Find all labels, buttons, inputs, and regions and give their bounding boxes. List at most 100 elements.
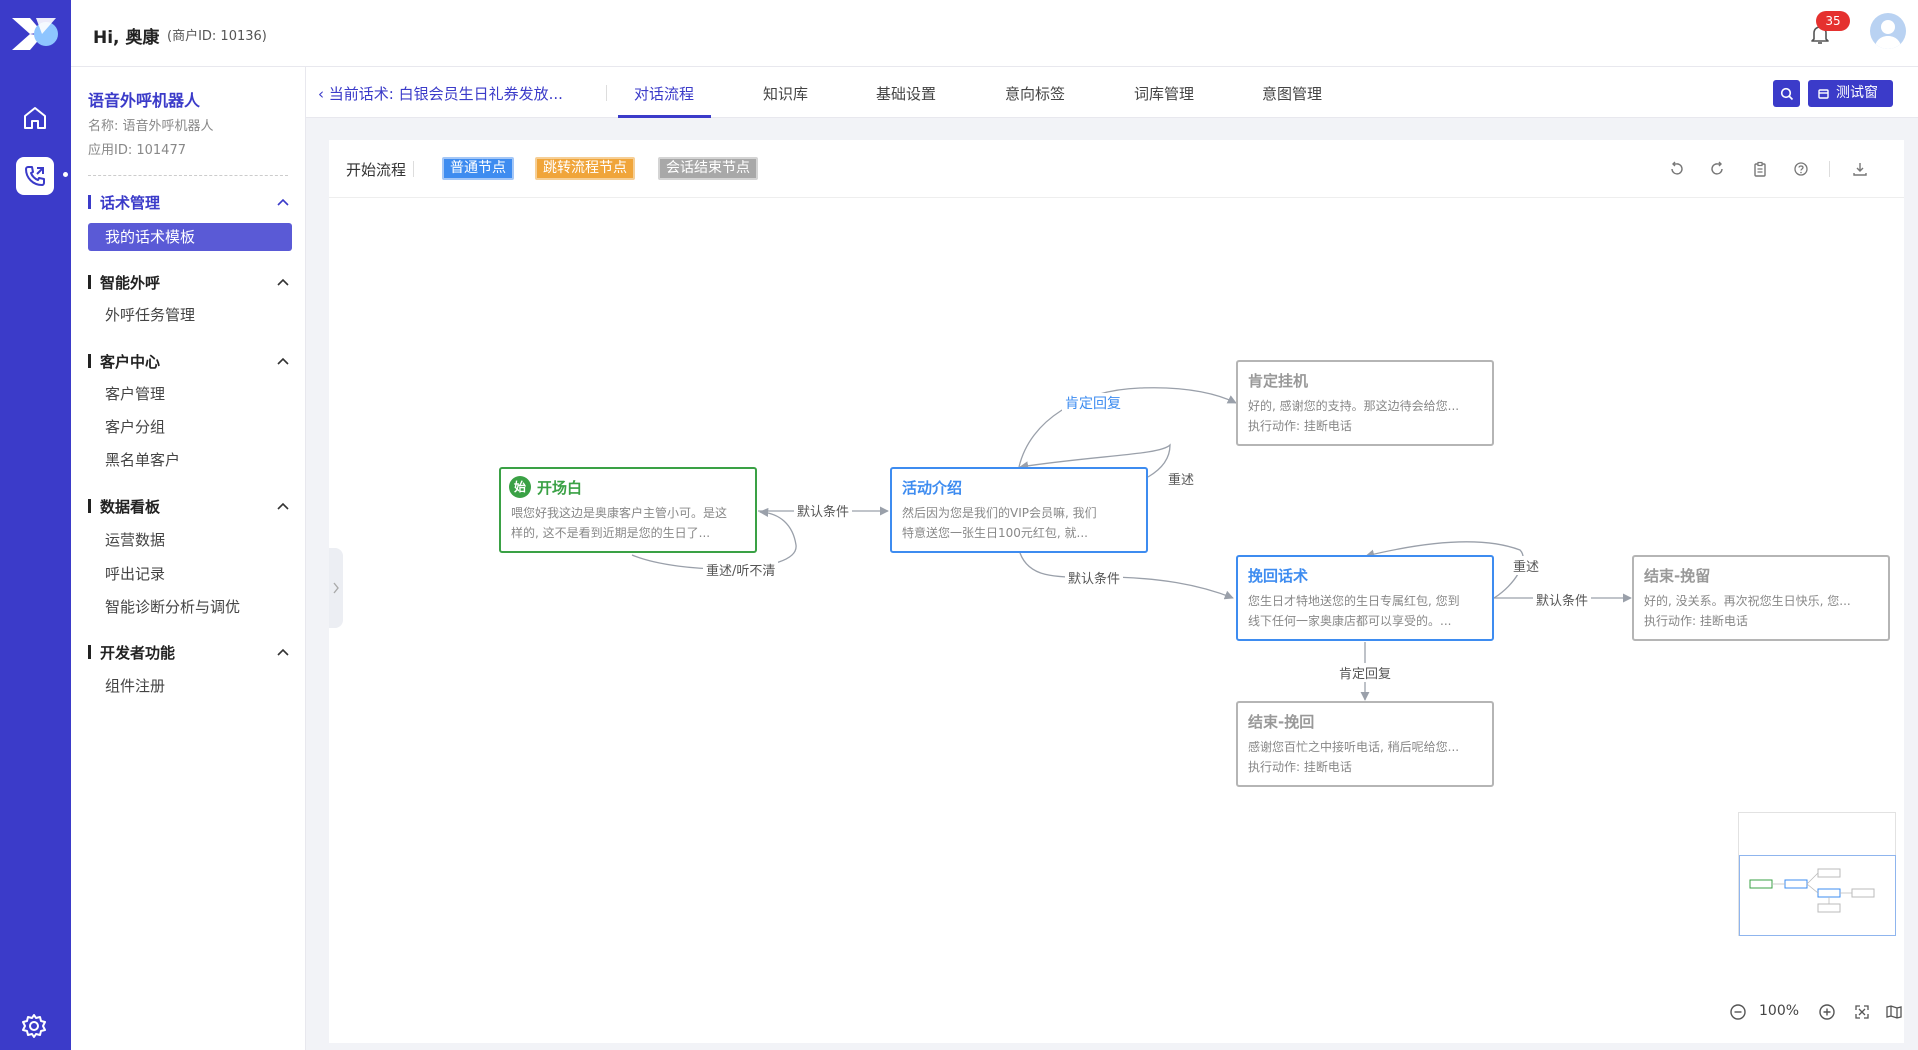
edge-label[interactable]: 默认条件 [794,501,853,520]
node-title: 肯定挂机 [1248,372,1309,390]
tab-lexicon[interactable]: 词库管理 [1134,85,1195,103]
node-text: 线下任何一家奥康店都可以享受的。... [1248,614,1452,628]
group-label: 开发者功能 [100,644,176,662]
active-dot [63,172,68,177]
fit-view-icon[interactable] [1853,1003,1871,1021]
sidebar-group-outbound[interactable]: 智能外呼 [88,271,292,293]
sidebar-group-dashboard[interactable]: 数据看板 [88,495,292,517]
chevron-right-icon [333,582,339,594]
start-flow-label: 开始流程 [346,161,407,179]
app-name: 名称: 语音外呼机器人 [88,119,214,134]
chevron-up-icon [277,502,289,510]
tab-intent-tags[interactable]: 意向标签 [1005,85,1066,103]
node-text: 喂您好我这边是奥康客户主管小可。是这 [511,506,728,520]
gear-icon[interactable] [21,1013,47,1039]
sidebar: 语音外呼机器人 名称: 语音外呼机器人 应用ID: 101477 话术管理 我的… [71,67,306,1050]
minimap[interactable] [1738,812,1896,936]
edge-label[interactable]: 肯定回复 [1336,663,1395,682]
node-end-retain[interactable]: 结束-挽留 好的, 没关系。再次祝您生日快乐, 您... 执行动作: 挂断电话 [1632,555,1890,641]
divider [88,175,288,176]
sidebar-item-ops-data[interactable]: 运营数据 [105,531,166,549]
sidebar-group-developer[interactable]: 开发者功能 [88,641,292,663]
node-activity[interactable]: 活动介绍 然后因为您是我们的VIP会员嘛, 我们 特意送您一张生日100元红包,… [890,467,1148,553]
sidebar-item-diagnosis[interactable]: 智能诊断分析与调优 [105,598,241,616]
sidebar-item-blacklist[interactable]: 黑名单客户 [105,451,181,469]
home-icon[interactable] [20,103,50,133]
search-icon [1780,87,1793,100]
redo-icon[interactable] [1710,161,1726,177]
edge-label[interactable]: 默认条件 [1533,590,1592,609]
map-toggle-icon[interactable] [1885,1003,1903,1021]
node-title: 开场白 [537,479,583,497]
search-button[interactable] [1773,80,1800,107]
chevron-up-icon [277,198,289,206]
node-text: 执行动作: 挂断电话 [1644,614,1748,628]
lock-icon [1818,89,1829,99]
edge-label[interactable]: 重述 [1165,469,1198,488]
collapse-handle[interactable] [329,548,343,628]
phone-icon [25,166,45,186]
sidebar-item-component-register[interactable]: 组件注册 [105,677,166,695]
node-text: 感谢您百忙之中接听电话, 稍后呢给您... [1248,740,1460,754]
node-opening[interactable]: 始 开场白 喂您好我这边是奥康客户主管小可。是这 样的, 这不是看到近期是您的生… [499,467,757,553]
active-tab-underline [618,115,711,118]
group-label: 客户中心 [100,353,161,371]
node-text: 样的, 这不是看到近期是您的生日了... [511,526,711,540]
avatar[interactable] [1870,13,1906,49]
node-retain[interactable]: 挽回话术 您生日才特地送您的生日专属红包, 您到 线下任何一家奥康店都可以享受的… [1236,555,1494,641]
node-text: 然后因为您是我们的VIP会员嘛, 我们 [902,506,1097,520]
node-end-recover[interactable]: 结束-挽回 感谢您百忙之中接听电话, 稍后呢给您... 执行动作: 挂断电话 [1236,701,1494,787]
tab-dialog-flow[interactable]: 对话流程 [634,85,695,103]
greeting: Hi, 奥康 [93,28,160,48]
node-text: 您生日才特地送您的生日专属红包, 您到 [1248,594,1460,608]
chevron-left-icon: ‹ [318,85,329,103]
sidebar-item-call-records[interactable]: 呼出记录 [105,565,166,583]
app-title: 语音外呼机器人 [88,91,201,110]
sidebar-group-script[interactable]: 话术管理 [88,191,292,213]
edge-label[interactable]: 默认条件 [1065,568,1124,587]
edge-label[interactable]: 肯定回复 [1062,393,1124,413]
zoom-out-icon[interactable] [1729,1003,1747,1021]
chevron-up-icon [277,357,289,365]
node-text: 执行动作: 挂断电话 [1248,760,1352,774]
current-script: 当前话术: 白银会员生日礼券发放... [328,85,563,103]
tab-knowledge-base[interactable]: 知识库 [763,85,809,103]
tab-basic-settings[interactable]: 基础设置 [876,85,937,103]
tabs-bar: ‹ 当前话术: 白银会员生日礼券发放... 对话流程 知识库 基础设置 意向标签… [306,67,1918,118]
node-title: 结束-挽留 [1644,567,1711,585]
chip-end-node[interactable]: 会话结束节点 [658,157,758,180]
clipboard-icon[interactable] [1752,161,1768,177]
sidebar-item-outbound-tasks[interactable]: 外呼任务管理 [105,306,196,324]
undo-icon[interactable] [1668,161,1684,177]
sidebar-group-customers[interactable]: 客户中心 [88,350,292,372]
back-link[interactable]: ‹ 当前话术: 白银会员生日礼券发放... [318,83,563,104]
start-mark-icon: 始 [509,476,531,498]
user-icon [1874,20,1902,49]
minimap-viewport[interactable] [1739,855,1896,936]
download-icon[interactable] [1852,161,1868,177]
merchant-id: (商户ID: 10136) [167,29,267,44]
sidebar-item-my-templates[interactable]: 我的话术模板 [88,223,292,251]
group-label: 数据看板 [100,498,161,516]
test-window-button[interactable]: 测试窗 [1808,80,1893,107]
chevron-up-icon [277,278,289,286]
node-text: 好的, 没关系。再次祝您生日快乐, 您... [1644,594,1851,608]
edge-label[interactable]: 重述 [1510,556,1543,575]
help-icon[interactable] [1793,161,1809,177]
edge-label[interactable]: 重述/听不清 [703,560,779,579]
tab-intent-mgmt[interactable]: 意图管理 [1262,85,1323,103]
chip-jump-node[interactable]: 跳转流程节点 [535,157,635,180]
node-title: 挽回话术 [1248,567,1309,585]
chip-normal-node[interactable]: 普通节点 [442,157,514,180]
node-affirm-hangup[interactable]: 肯定挂机 好的, 感谢您的支持。那这边待会给您... 执行动作: 挂断电话 [1236,360,1494,446]
logo-icon[interactable] [10,14,60,54]
node-title: 活动介绍 [902,479,963,497]
zoom-in-icon[interactable] [1818,1003,1836,1021]
canvas-toolbar: 开始流程 普通节点 跳转流程节点 会话结束节点 [329,140,1904,198]
node-text: 特意送您一张生日100元红包, 就... [902,526,1088,540]
group-label: 话术管理 [100,194,161,212]
sidebar-item-customer-mgmt[interactable]: 客户管理 [105,385,166,403]
sidebar-item-customer-groups[interactable]: 客户分组 [105,418,166,436]
top-bar: Hi, 奥康 (商户ID: 10136) 35 [71,0,1918,67]
phone-nav-button[interactable] [16,157,54,195]
